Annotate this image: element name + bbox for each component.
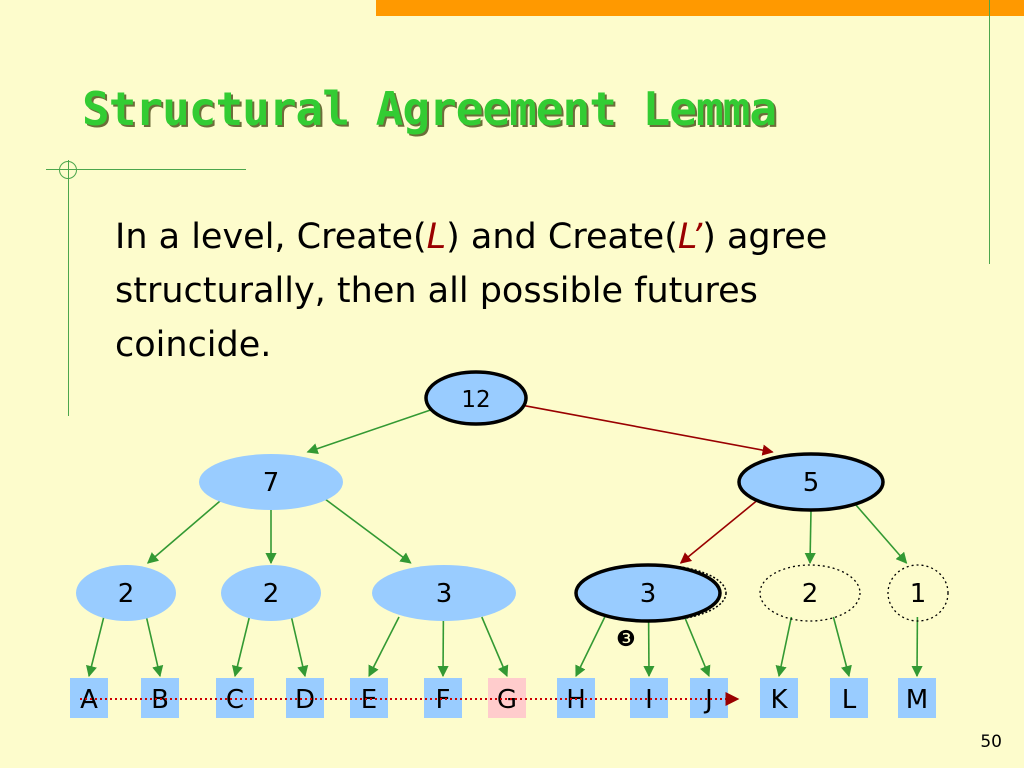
lemma-text-2: ) and Create( — [446, 217, 678, 257]
node-label-n2b: 2 — [263, 579, 280, 609]
edge-n2b-D — [290, 616, 309, 678]
node-n2b — [221, 565, 321, 621]
edge-n5-n1 — [852, 501, 908, 564]
node-label-n3a: 3 — [436, 579, 453, 609]
edge-n3a-G — [481, 616, 509, 678]
node-n1 — [887, 564, 949, 622]
leaf-label-a: A — [80, 685, 98, 715]
edge-n5-n3b — [679, 497, 761, 564]
edge-n2c-L — [832, 616, 852, 678]
lemma-variable-l: L — [426, 217, 447, 257]
rule-horizontal — [46, 169, 246, 170]
edge-n2a-B — [145, 616, 164, 678]
node-label-n2c: 2 — [802, 579, 819, 609]
rule-right-vertical — [989, 0, 990, 264]
lemma-statement: In a level, Create(L) and Create(L’) agr… — [115, 210, 895, 372]
accent-bar — [376, 0, 1024, 16]
leaf-box-k — [760, 678, 798, 718]
node-n7 — [199, 454, 343, 510]
node-label-n1: 1 — [910, 579, 927, 609]
edge-n2a-A — [86, 616, 105, 678]
rule-left-vertical — [68, 160, 69, 416]
edge-n7-n2a — [146, 498, 223, 564]
rule-margin-circle — [59, 161, 77, 179]
node-label-n12: 12 — [461, 387, 490, 413]
step-marker: ❸ — [616, 627, 636, 652]
lemma-text-3: ) agree structurally, then all possible … — [115, 217, 828, 365]
edge-n3a-E — [368, 616, 400, 677]
node-n3a — [372, 565, 516, 621]
leaf-label-k: K — [770, 685, 788, 715]
page-number: 50 — [980, 732, 1002, 752]
slide-title: Structural Agreement Lemma — [82, 82, 777, 136]
node-label-n2a: 2 — [118, 579, 135, 609]
lemma-variable-l-prime: L’ — [677, 217, 703, 257]
edge-n3b-H — [575, 616, 606, 678]
leaf-label-i: I — [645, 685, 653, 715]
edge-n2b-C — [231, 616, 251, 678]
edge-n5-n2c — [804, 509, 816, 565]
node-n5 — [737, 452, 885, 512]
edge-n12-n7 — [306, 407, 437, 455]
node-label-n5: 5 — [803, 468, 820, 498]
edge-n7-n3a — [322, 496, 412, 564]
node-label-n3b: 3 — [640, 579, 657, 609]
leaf-box-m — [898, 678, 936, 718]
leaf-label-e: E — [361, 685, 377, 715]
node-n12 — [424, 370, 528, 426]
leaf-label-l: L — [842, 685, 857, 715]
leaf-box-l — [830, 678, 868, 718]
node-label-n7: 7 — [263, 468, 280, 498]
edge-n3b-J — [683, 616, 711, 678]
node-n3b — [574, 563, 722, 623]
node-n2c — [759, 564, 861, 622]
node-n2a — [76, 565, 176, 621]
leaf-label-m: M — [906, 685, 928, 715]
edge-n2c-K — [775, 616, 793, 678]
leaf-label-j: J — [703, 685, 713, 715]
edge-n12-n5 — [517, 403, 774, 456]
leaf-label-f: F — [436, 685, 451, 715]
lemma-text-1: In a level, Create( — [115, 217, 427, 257]
